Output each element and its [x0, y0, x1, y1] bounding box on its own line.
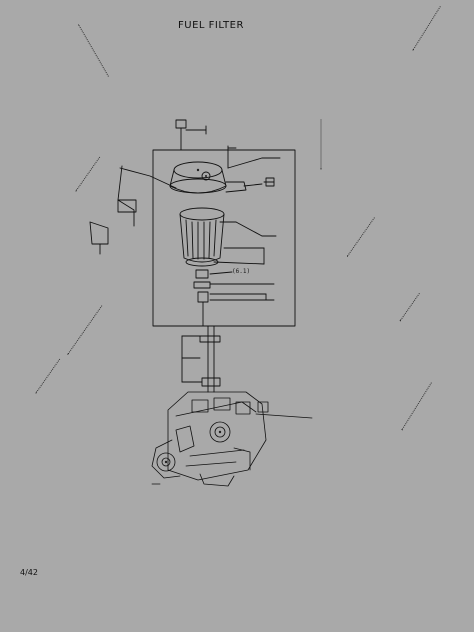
- drain-plug: [193, 269, 211, 327]
- detail-marks: [164, 168, 222, 464]
- filter-head: [169, 145, 247, 194]
- filter-element: [179, 207, 225, 267]
- page-number: 4/42: [20, 568, 38, 577]
- callout-stubs: [261, 157, 281, 301]
- assembly-frame: [152, 149, 296, 327]
- callout-label: (6.1): [232, 268, 251, 275]
- feed-line: [199, 325, 221, 393]
- left-fitting: [89, 165, 177, 255]
- top-bolt: [175, 119, 207, 151]
- diagram-title: FUEL FILTER: [178, 20, 244, 31]
- injection-pump: [151, 391, 313, 487]
- leader-lines: [181, 157, 273, 383]
